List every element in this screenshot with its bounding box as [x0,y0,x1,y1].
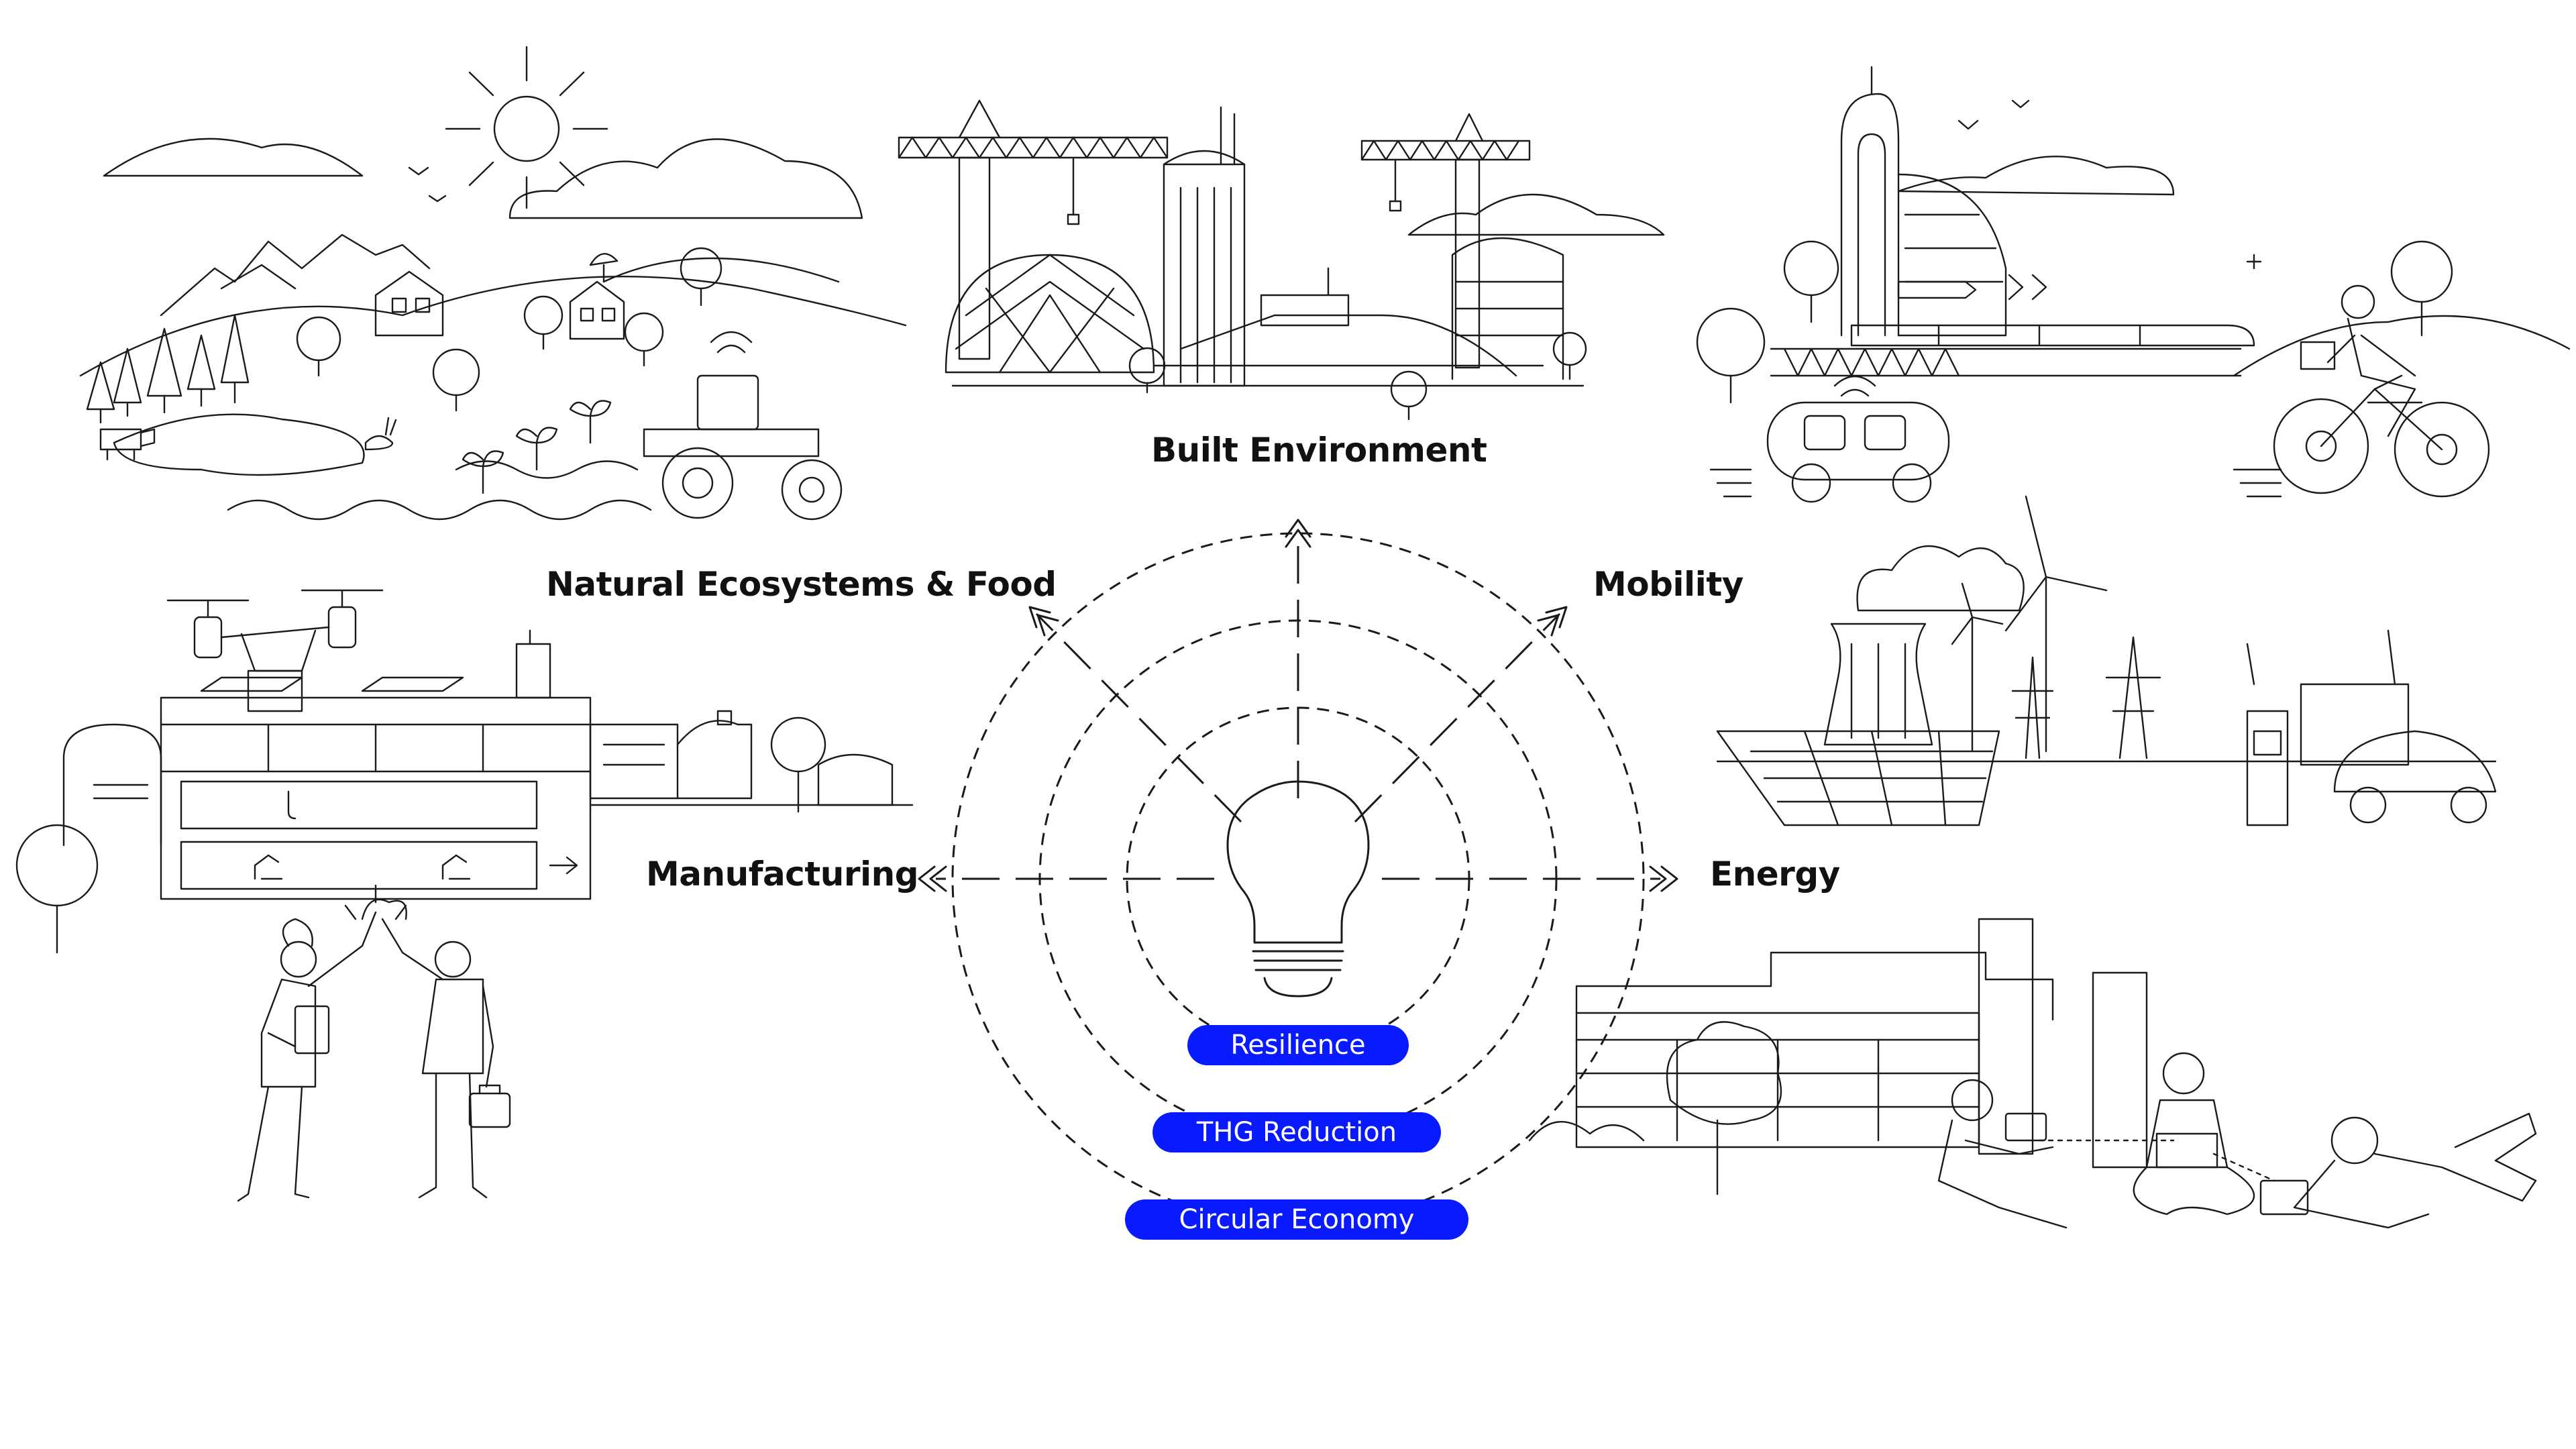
sector-label-built-environment: Built Environment [1151,431,1487,470]
spoke-natural-ecosystems [1035,612,1242,823]
farm-landscape-icon [79,46,907,521]
sector-label-manufacturing: Manufacturing [646,855,919,894]
ring-outer [951,532,1645,1226]
arrowhead-built-environment [1285,519,1311,548]
transport-scene-icon [1696,66,2571,503]
sector-label-natural-ecosystems-food: Natural Ecosystems & Food [546,565,1057,604]
factory-icon [15,589,914,954]
ring-badge-thg-reduction: THG Reduction [1152,1112,1441,1152]
arrowhead-natural-ecosystems [1028,606,1059,637]
arrowhead-mobility [1537,606,1568,637]
lightbulb-icon [1226,780,1370,998]
arrowhead-energy [1649,865,1678,892]
arrowhead-manufacturing [918,865,947,892]
office-people-laptops-icon [1528,918,2537,1229]
sector-label-mobility: Mobility [1593,565,1743,604]
ring-badge-resilience: Resilience [1187,1025,1409,1065]
spoke-mobility [1354,612,1561,823]
colleagues-high-five-icon [237,884,511,1202]
construction-city-icon [898,99,1665,421]
ring-badge-circular-economy: Circular Economy [1125,1199,1468,1240]
sector-label-energy: Energy [1710,855,1840,894]
power-plant-icon [1716,495,2497,826]
